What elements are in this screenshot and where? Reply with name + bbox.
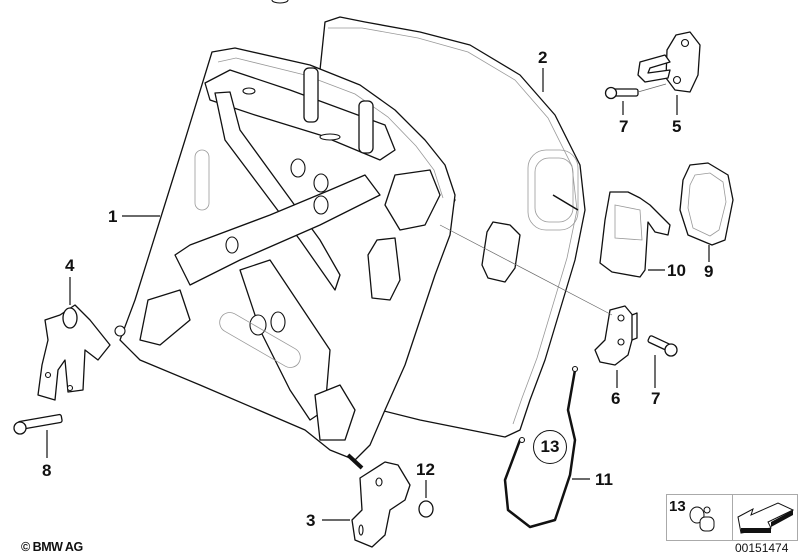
arrow-icon [736, 502, 794, 534]
callout-2[interactable]: 2 [538, 48, 548, 67]
copyright-text: © BMW AG [21, 540, 83, 554]
callout-3[interactable]: 3 [306, 511, 316, 530]
lower-bracket-part[interactable] [351, 461, 411, 548]
callout-12[interactable]: 12 [416, 460, 435, 479]
cable-part[interactable] [503, 365, 579, 529]
bolt-part-7-upper[interactable] [604, 83, 667, 100]
latch-part[interactable] [599, 191, 671, 278]
hinge-bracket-part[interactable] [37, 304, 111, 401]
callout-7-upper[interactable]: 7 [619, 117, 629, 136]
trim-bezel-part[interactable] [679, 162, 734, 246]
callout-5[interactable]: 5 [672, 117, 682, 136]
inset-label-13: 13 [669, 498, 686, 515]
callout-10[interactable]: 10 [667, 261, 686, 280]
seat-frame-part[interactable] [114, 0, 456, 470]
callout-8[interactable]: 8 [42, 461, 52, 480]
nut-part[interactable] [418, 500, 434, 518]
callout-9[interactable]: 9 [704, 262, 714, 281]
callout-7-lower[interactable]: 7 [651, 389, 661, 408]
inset-part-13[interactable]: 13 [667, 495, 732, 540]
clip-icon [689, 506, 715, 532]
leader-lines [46, 68, 710, 521]
callout-4[interactable]: 4 [65, 256, 75, 275]
backrest-panel-part[interactable] [319, 16, 586, 438]
inset-box: 13 [666, 494, 798, 541]
callout-6[interactable]: 6 [611, 389, 621, 408]
inset-arrow [731, 495, 798, 540]
document-number: 00151474 [735, 541, 789, 555]
bolt-part-7-lower[interactable] [647, 335, 678, 357]
circled-callout-13[interactable]: 13 [533, 430, 567, 464]
callout-11[interactable]: 11 [595, 470, 613, 489]
bolt-part-8[interactable] [13, 413, 63, 435]
lock-part[interactable] [594, 305, 638, 366]
callout-1[interactable]: 1 [108, 207, 118, 226]
striker-plate-part[interactable] [637, 31, 701, 93]
